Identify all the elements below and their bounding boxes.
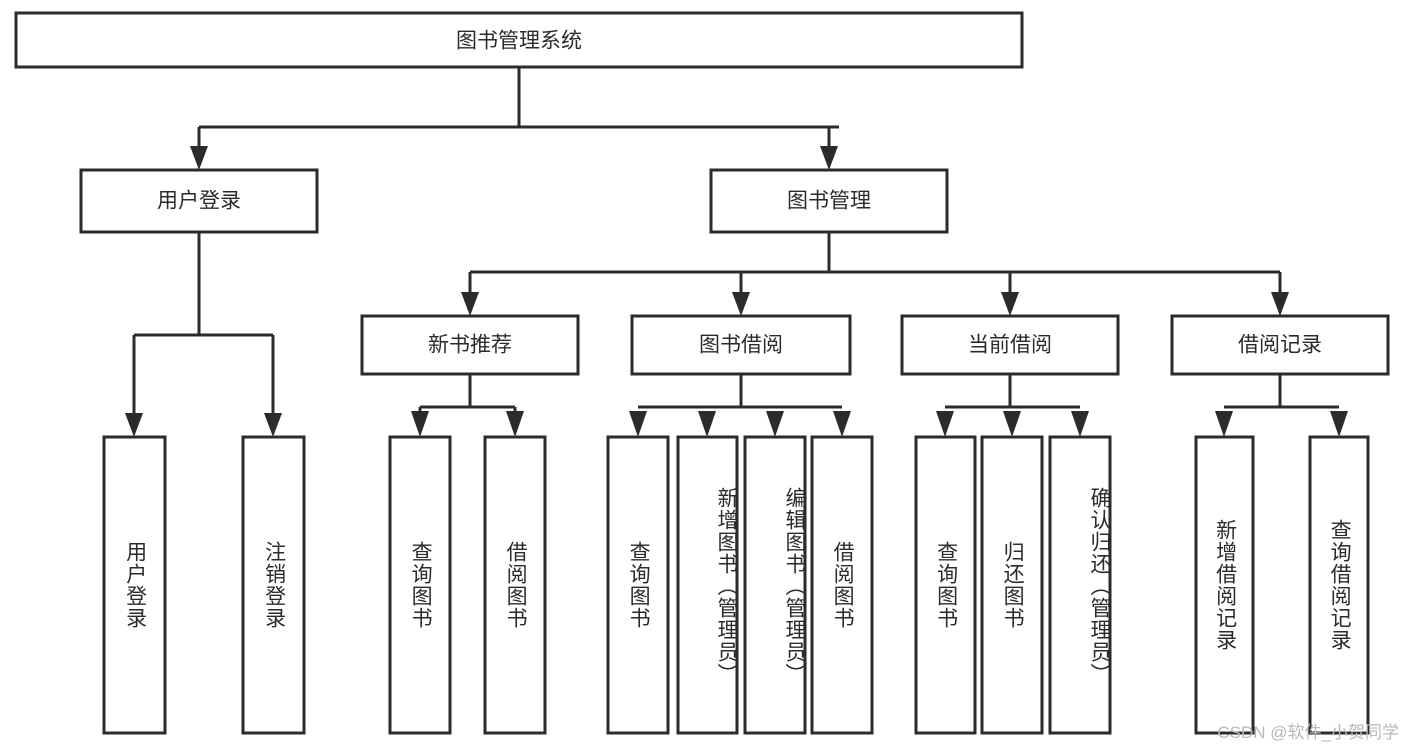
arrow-head-leaf-add-book-admin: [698, 411, 716, 437]
csdn-watermark: CSDN @软件_小贺同学: [1217, 723, 1399, 742]
node-borrow-record-rect[interactable]: [1170, 314, 1390, 376]
node-leaf-query-book-current-rect[interactable]: [914, 435, 977, 735]
arrow-head-leaf-query-book-borrow: [629, 411, 647, 437]
node-user-login[interactable]: 用户登录: [79, 168, 319, 234]
arrow-head-leaf-query-book-current: [936, 411, 954, 437]
node-leaf-return-book-rect[interactable]: [980, 435, 1044, 735]
node-leaf-borrow-book-recommend-rect[interactable]: [483, 435, 547, 735]
arrow-head-leaf-borrow-book: [833, 411, 851, 437]
arrow-head-leaf-add-borrow-record: [1215, 411, 1233, 437]
node-current-borrow-rect[interactable]: [900, 314, 1120, 376]
node-leaf-add-book-admin-rect[interactable]: [676, 435, 739, 735]
node-new-book-recommend[interactable]: 新书推荐: [360, 314, 580, 376]
node-book-borrow-rect[interactable]: [630, 314, 852, 376]
connector-group-root: [190, 67, 839, 170]
arrow-head-leaf-confirm-return-admin: [1071, 411, 1089, 437]
arrow-head-leaf-edit-book-admin: [766, 411, 784, 437]
node-leaf-edit-book-admin-rect[interactable]: [743, 435, 807, 735]
node-root-label: 图书管理系统: [456, 30, 582, 53]
node-book-borrow[interactable]: 图书借阅: [630, 314, 852, 376]
arrow-head-leaf-borrow-book-recommend: [506, 411, 524, 437]
arrow-head-book-borrow: [732, 292, 750, 316]
node-leaf-query-borrow-record-rect[interactable]: [1308, 435, 1370, 735]
node-book-management-label: 图书管理: [787, 190, 871, 213]
connector-group-current-borrow: [936, 374, 1089, 437]
node-leaf-borrow-book-rect[interactable]: [810, 435, 874, 735]
node-root[interactable]: 图书管理系统: [14, 11, 1024, 69]
leaf-rect-group: [102, 435, 1370, 735]
node-current-borrow-label: 当前借阅: [968, 334, 1052, 357]
arrow-head-leaf-user-login: [125, 413, 143, 437]
connector-group-book-borrow: [629, 374, 851, 437]
node-borrow-record-label: 借阅记录: [1238, 334, 1322, 357]
node-leaf-logout-rect[interactable]: [241, 435, 306, 735]
node-new-book-recommend-rect[interactable]: [360, 314, 580, 376]
connector-group-book-management: [461, 232, 1289, 316]
node-leaf-confirm-return-admin-rect[interactable]: [1048, 435, 1112, 735]
connector-group-new-book-recommend: [411, 374, 524, 437]
node-book-borrow-label: 图书借阅: [699, 334, 783, 357]
arrow-head-user-login: [190, 146, 208, 170]
node-book-management[interactable]: 图书管理: [709, 168, 949, 234]
arrow-head-leaf-query-book-recommend: [411, 411, 429, 437]
node-leaf-query-book-borrow-rect[interactable]: [606, 435, 670, 735]
arrow-head-current-borrow: [1001, 292, 1019, 316]
arrow-head-leaf-query-borrow-record: [1330, 411, 1348, 437]
node-user-login-label: 用户登录: [157, 190, 241, 213]
arrow-head-book-management: [820, 146, 838, 170]
node-root-rect[interactable]: [14, 11, 1024, 69]
node-new-book-recommend-label: 新书推荐: [428, 334, 512, 357]
node-book-management-rect[interactable]: [709, 168, 949, 234]
arrow-head-borrow-record: [1271, 292, 1289, 316]
connector-group-borrow-record: [1215, 374, 1348, 437]
node-leaf-add-borrow-record-rect[interactable]: [1194, 435, 1255, 735]
arrow-head-leaf-logout: [264, 413, 282, 437]
node-borrow-record[interactable]: 借阅记录: [1170, 314, 1390, 376]
arrow-head-new-book-recommend: [461, 292, 479, 316]
arrow-head-leaf-return-book: [1003, 411, 1021, 437]
connector-group-user-login: [125, 232, 282, 437]
node-current-borrow[interactable]: 当前借阅: [900, 314, 1120, 376]
node-leaf-user-login-rect[interactable]: [102, 435, 167, 735]
node-user-login-rect[interactable]: [79, 168, 319, 234]
node-leaf-query-book-recommend-rect[interactable]: [388, 435, 452, 735]
